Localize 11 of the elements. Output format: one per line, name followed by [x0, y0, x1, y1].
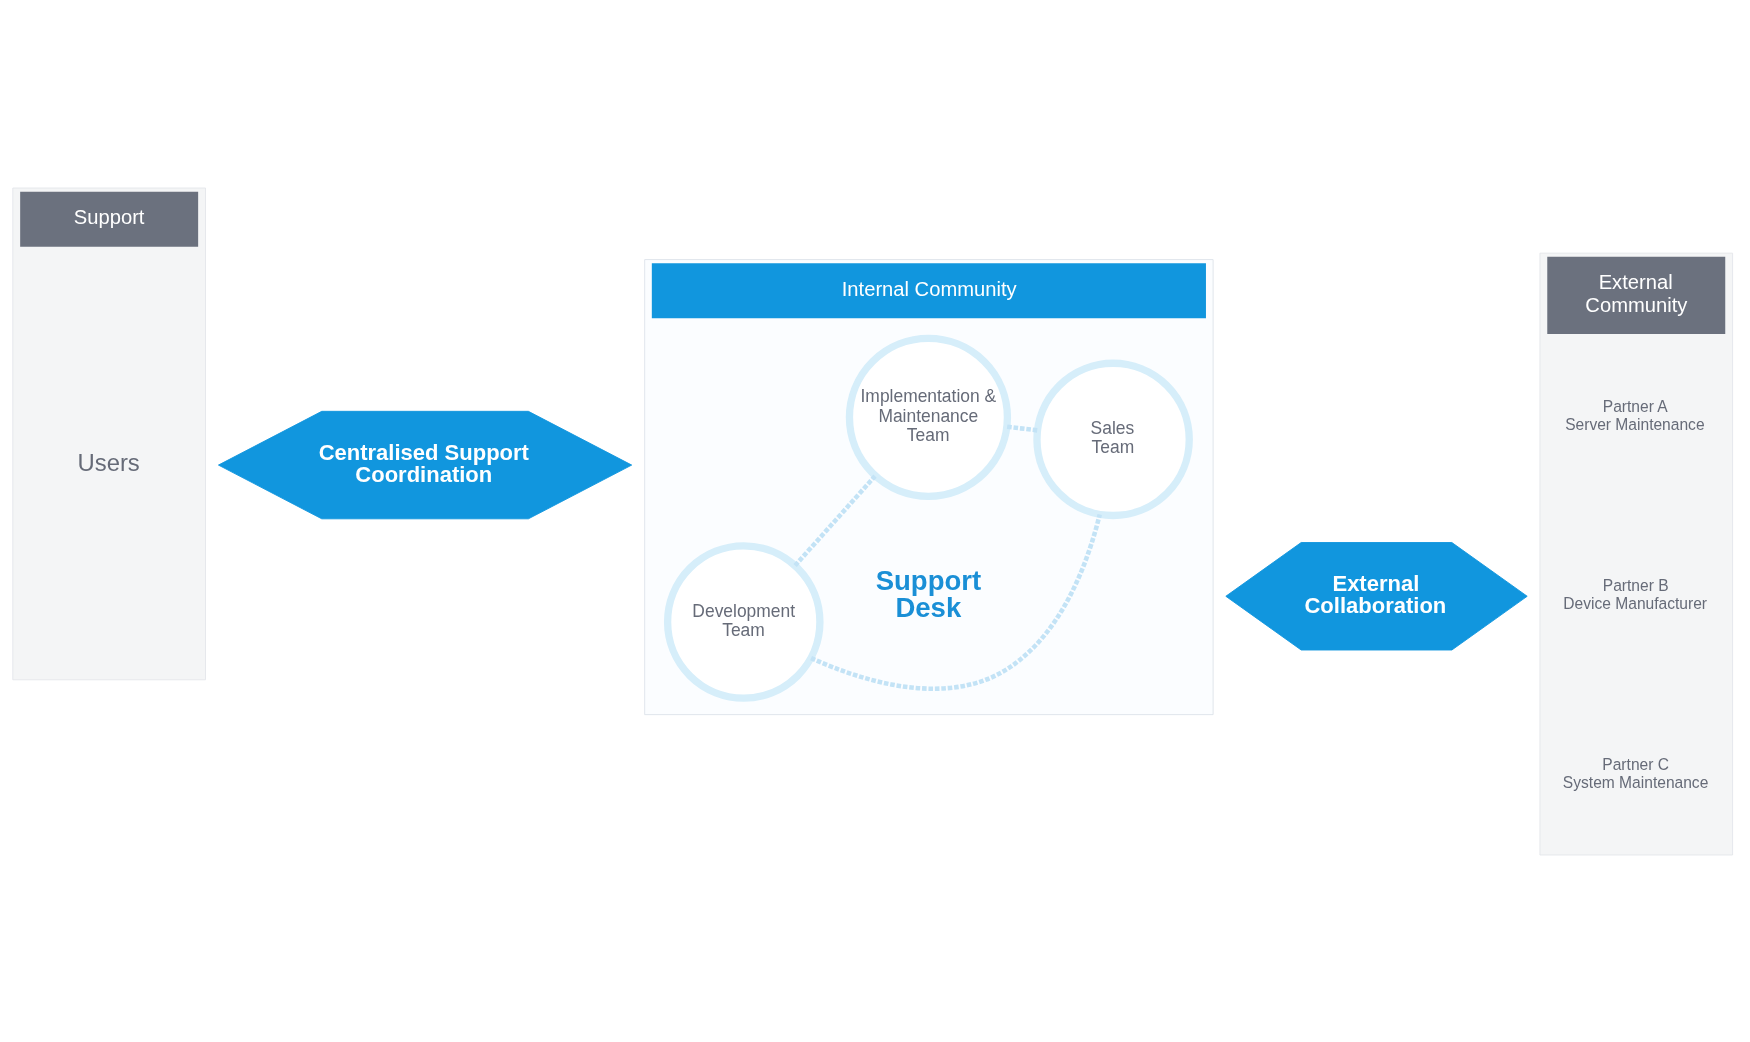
node-text: Partner C System Maintenance — [1562, 755, 1709, 791]
connector — [1006, 423, 1038, 433]
node-circle: Implementation & Maintenance Team — [845, 334, 1012, 500]
node-circle: Development Team — [663, 541, 824, 702]
node-text: Partner A Server Maintenance — [1565, 397, 1705, 433]
node-text: Support Desk — [875, 564, 982, 623]
node-text: Partner B Device Manufacturer — [1563, 576, 1708, 612]
connector — [793, 474, 877, 567]
connector — [810, 513, 1102, 691]
node-text: Users — [77, 448, 140, 476]
node-circle: Sales Team — [1033, 359, 1193, 519]
